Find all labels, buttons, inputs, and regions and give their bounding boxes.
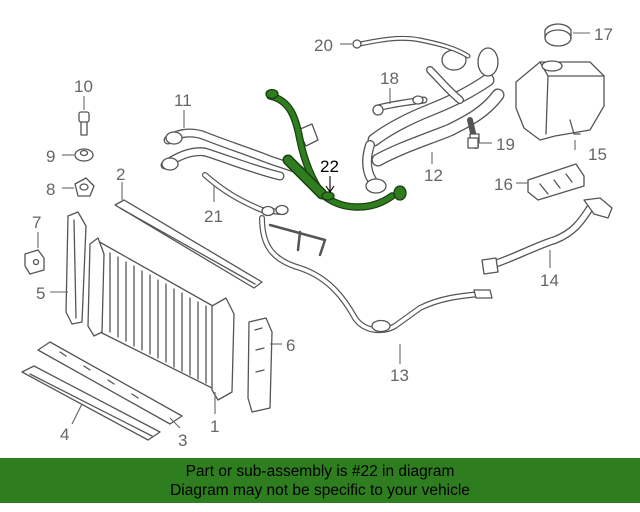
part-21-pipe bbox=[202, 172, 289, 217]
callout-16: 16 bbox=[494, 175, 513, 194]
callout-2: 2 bbox=[116, 165, 125, 184]
banner-line-2: Diagram may not be specific to your vehi… bbox=[170, 482, 470, 499]
part-9-nut bbox=[74, 148, 94, 162]
part-14-hose bbox=[481, 197, 613, 275]
part-4-panel bbox=[21, 365, 161, 441]
part-8-grommet bbox=[74, 177, 95, 197]
callout-17: 17 bbox=[594, 25, 613, 44]
part-10-bolt bbox=[78, 111, 90, 136]
notice-banner: Part or sub-assembly is #22 in diagram D… bbox=[0, 458, 640, 503]
part-2-support bbox=[114, 199, 263, 289]
banner-line-1: Part or sub-assembly is #22 in diagram bbox=[185, 463, 455, 480]
callout-3: 3 bbox=[178, 431, 187, 450]
part-16-bracket bbox=[527, 163, 585, 201]
part-22-hose-highlighted bbox=[265, 88, 407, 211]
callout-5: 5 bbox=[36, 284, 45, 303]
callout-18: 18 bbox=[380, 69, 399, 88]
leader-lines bbox=[37, 32, 590, 429]
callout-6: 6 bbox=[286, 336, 295, 355]
part-18-hose bbox=[372, 95, 428, 116]
part-13-pipe bbox=[259, 215, 493, 334]
callout-labels: 1 2 3 4 5 6 7 8 9 10 11 12 13 14 15 16 1… bbox=[32, 25, 613, 450]
part-6-seal bbox=[247, 317, 273, 413]
callout-14: 14 bbox=[540, 271, 559, 290]
part-3-support bbox=[37, 341, 183, 425]
callout-9: 9 bbox=[46, 147, 55, 166]
part-15-tank bbox=[515, 60, 605, 141]
part-17-cap bbox=[544, 23, 572, 47]
callout-20: 20 bbox=[314, 36, 333, 55]
callout-13: 13 bbox=[390, 366, 409, 385]
part-12-hose-assembly bbox=[362, 47, 505, 194]
part-7-bracket bbox=[24, 249, 45, 275]
callout-22: 22 bbox=[320, 157, 339, 176]
callout-11: 11 bbox=[174, 91, 192, 110]
callout-21: 21 bbox=[204, 207, 223, 226]
parts-diagram: 1 2 3 4 5 6 7 8 9 10 11 12 13 14 15 16 1… bbox=[21, 23, 613, 450]
callout-7: 7 bbox=[32, 213, 41, 232]
callout-19: 19 bbox=[496, 135, 515, 154]
callout-4: 4 bbox=[60, 425, 69, 444]
part-1-radiator bbox=[87, 237, 235, 401]
callout-12: 12 bbox=[424, 166, 443, 185]
part-5-bracket bbox=[65, 211, 87, 325]
callout-10: 10 bbox=[74, 77, 93, 96]
callout-1: 1 bbox=[210, 417, 219, 436]
callout-8: 8 bbox=[46, 180, 55, 199]
part-19-sensor bbox=[467, 137, 479, 149]
callout-15: 15 bbox=[588, 145, 607, 164]
part-20-pipe bbox=[352, 35, 471, 59]
